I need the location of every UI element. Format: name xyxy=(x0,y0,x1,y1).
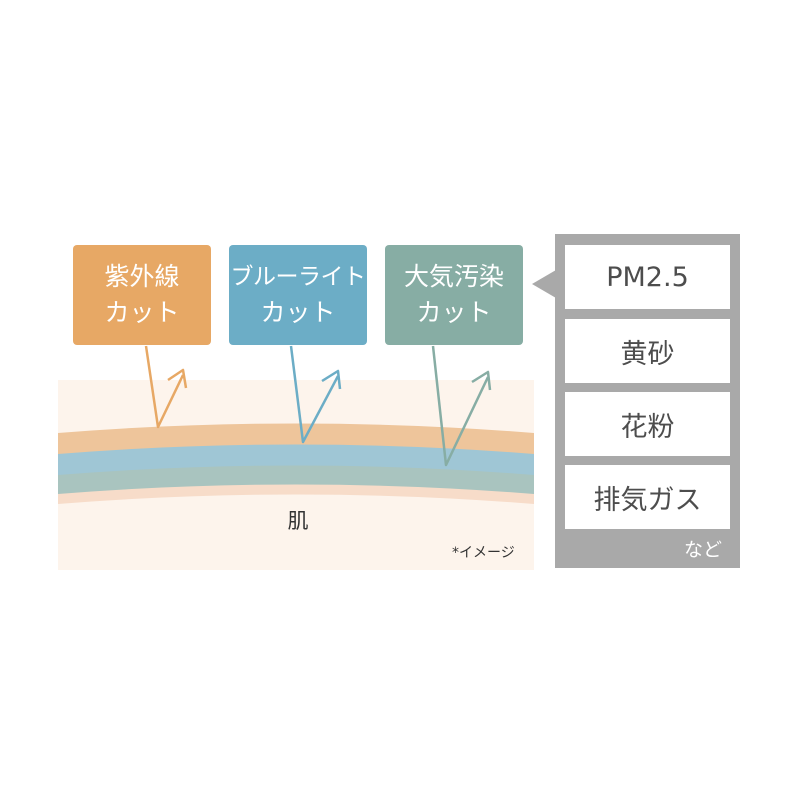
pollution-reflect-arrow xyxy=(431,345,492,467)
image-note: *イメージ xyxy=(452,545,515,561)
pollutant-list-panel: PM2.5 黄砂 花粉 排気ガス など xyxy=(555,234,740,568)
pollutant-item-pm25: PM2.5 xyxy=(565,245,730,309)
uv-cut-line2: カット xyxy=(104,298,180,327)
bluelight-cut-line1: ブルーライト xyxy=(230,264,367,290)
uv-cut-line1: 紫外線 xyxy=(104,262,180,291)
skin-surface-layer xyxy=(58,483,534,504)
panel-pointer xyxy=(532,270,556,298)
bluelight-barrier-layer xyxy=(58,443,534,475)
uv-reflect-arrow xyxy=(144,345,188,429)
pollutant-list-footer: など xyxy=(683,539,722,561)
pollution-cut-line1: 大気汚染 xyxy=(403,262,504,291)
bluelight-cut-line2: カット xyxy=(260,298,336,327)
pollution-barrier-layer xyxy=(58,464,534,494)
pollutant-item-exhaust-gas: 排気ガス xyxy=(565,465,730,529)
bluelight-reflect-arrow xyxy=(289,345,342,444)
uv-barrier-layer xyxy=(58,423,534,454)
pollution-cut-box: 大気汚染 カット xyxy=(385,245,523,345)
pollutant-item-yellow-sand: 黄砂 xyxy=(565,319,730,383)
uv-cut-box: 紫外線 カット xyxy=(73,245,211,345)
pollutant-item-pollen: 花粉 xyxy=(565,392,730,456)
bluelight-cut-box: ブルーライト カット xyxy=(229,245,367,345)
skin-label: 肌 xyxy=(287,509,309,533)
pollution-cut-line2: カット xyxy=(416,298,492,327)
